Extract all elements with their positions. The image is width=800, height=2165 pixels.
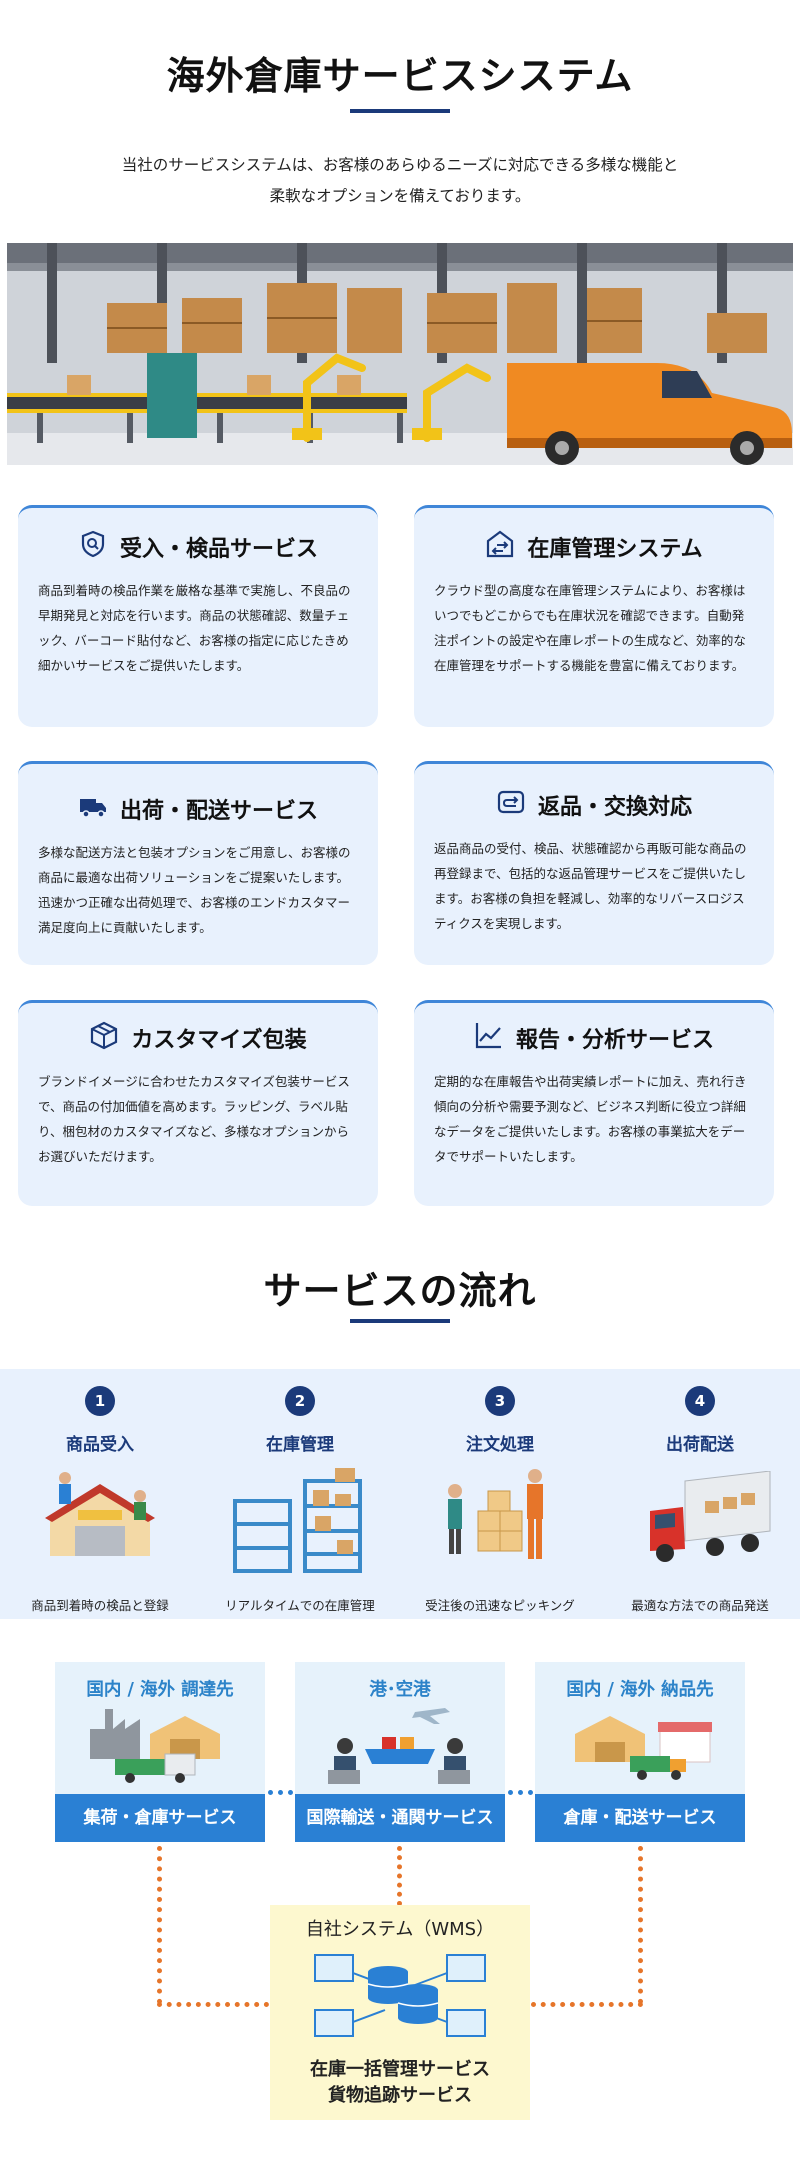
line-chart-icon [474, 1020, 504, 1056]
step-title: 注文処理 [466, 1435, 534, 1455]
connector-left-vertical [157, 1846, 162, 2004]
service-card-title: 受入・検品サービス [119, 537, 318, 562]
connector-center-vertical [397, 1846, 402, 1906]
warehouse-shop-icon [575, 1716, 712, 1780]
port-airport-icon [328, 1708, 470, 1784]
cargo-truck-icon [650, 1471, 771, 1562]
diagram-box-port: 港･空港 国際輸送・通関サービス [295, 1662, 505, 1842]
delivery-truck-icon [78, 791, 108, 827]
wms-service-line-2: 貨物追跡サービス [328, 2085, 472, 2106]
step-title: 在庫管理 [266, 1435, 334, 1455]
connector-right-vertical [638, 1846, 643, 2004]
step-number: 4 [685, 1386, 715, 1416]
connector-suppliers-port [268, 1790, 293, 1795]
storage-shelves-icon [233, 1468, 362, 1573]
picking-workers-icon [448, 1469, 543, 1559]
service-card-inspection: 受入・検品サービス 商品到着時の検品作業を厳格な基準で実施し、不良品の早期発見と… [18, 505, 378, 727]
step-title: 出荷配送 [666, 1435, 734, 1455]
database-network-icon [314, 1954, 486, 2037]
intro-line-1: 当社のサービスシステムは、お客様のあらゆるニーズに対応できる多様な機能と [121, 156, 679, 174]
service-card-shipping: 出荷・配送サービス 多様な配送方法と包装オプションをご用意し、お客様の商品に最適… [18, 761, 378, 965]
page-title: 海外倉庫サービスシステム [166, 54, 634, 98]
connector-right-horizontal [531, 2002, 643, 2007]
title-underline [350, 109, 450, 113]
connector-left-horizontal [157, 2002, 269, 2007]
service-card-body: ブランドイメージに合わせたカスタマイズ包装サービスで、商品の付加価値を高めます。… [38, 1074, 350, 1164]
package-box-icon [89, 1020, 119, 1056]
step-caption: リアルタイムでの在庫管理 [225, 1598, 375, 1613]
box-band-label: 集荷・倉庫サービス [55, 1794, 265, 1842]
service-card-title: 返品・交換対応 [537, 795, 692, 820]
service-card-title: カスタマイズ包装 [131, 1028, 307, 1053]
step-title: 商品受入 [66, 1435, 134, 1455]
step-number: 3 [485, 1386, 515, 1416]
diagram-box-destinations: 国内 / 海外 納品先 倉庫・配送サービス [535, 1662, 745, 1842]
service-card-body: 多様な配送方法と包装オプションをご用意し、お客様の商品に最適な出荷ソリューション… [38, 845, 351, 935]
box-band-label: 倉庫・配送サービス [535, 1794, 745, 1842]
inspection-shield-icon [78, 529, 108, 565]
service-card-inventory: 在庫管理システム クラウド型の高度な在庫管理システムにより、お客様はいつでもどこ… [414, 505, 774, 727]
factory-warehouse-icon [90, 1709, 220, 1783]
service-card-title: 出荷・配送サービス [119, 799, 318, 824]
box-title: 港･空港 [369, 1680, 431, 1700]
wms-title: 自社システム（WMS） [305, 1919, 495, 1940]
step-caption: 最適な方法での商品発送 [631, 1598, 769, 1613]
diagram-box-suppliers: 国内 / 海外 調達先 集荷・倉庫サービス [55, 1662, 265, 1842]
flow-steps-band [0, 1369, 800, 1619]
step-caption: 受注後の迅速なピッキング [425, 1598, 575, 1613]
flow-step-shipping: 4 出荷配送 最適な方法での商品発送 [600, 1386, 800, 1616]
service-card-title: 報告・分析サービス [515, 1028, 714, 1053]
intro-line-2: 柔軟なオプションを備えております。 [269, 187, 531, 205]
service-card-body: 商品到着時の検品作業を厳格な基準で実施し、不良品の早期発見と対応を行います。商品… [38, 583, 351, 673]
connector-port-destinations [508, 1790, 533, 1795]
flow-title-underline [350, 1319, 450, 1323]
wms-service-line-1: 在庫一括管理サービス [310, 2059, 490, 2080]
service-card-returns: 返品・交換対応 返品商品の受付、検品、状態確認から再販可能な商品の再登録まで、包… [414, 761, 774, 965]
flow-section-title: サービスの流れ [263, 1269, 537, 1313]
box-band-label: 国際輸送・通関サービス [295, 1794, 505, 1842]
flow-step-inventory: 2 在庫管理 リアルタイムでの在庫管理 [200, 1386, 400, 1616]
service-card-body: 定期的な在庫報告や出荷実績レポートに加え、売れ行き傾向の分析や需要予測など、ビジ… [434, 1074, 747, 1164]
service-card-title: 在庫管理システム [527, 537, 703, 562]
step-caption: 商品到着時の検品と登録 [31, 1598, 169, 1613]
service-card-body: 返品商品の受付、検品、状態確認から再販可能な商品の再登録まで、包括的な返品管理サ… [434, 841, 747, 931]
flow-step-order-processing: 3 注文処理 受注後の迅速なピッキング [400, 1386, 600, 1616]
service-card-body: クラウド型の高度な在庫管理システムにより、お客様はいつでもどこからでも在庫状況を… [434, 583, 746, 673]
box-title: 国内 / 海外 調達先 [86, 1680, 234, 1700]
wms-services: 在庫一括管理サービス 貨物追跡サービス [270, 2057, 530, 2109]
flow-step-receiving: 1 商品受入 商品到着時の検品と登録 [0, 1386, 200, 1616]
service-card-packaging: カスタマイズ包装 ブランドイメージに合わせたカスタマイズ包装サービスで、商品の付… [18, 1000, 378, 1206]
warehouse-exchange-icon [485, 529, 515, 565]
intro-text: 当社のサービスシステムは、お客様のあらゆるニーズに対応できる多様な機能と 柔軟な… [60, 150, 740, 212]
warehouse-building-icon [45, 1472, 155, 1556]
box-title: 国内 / 海外 納品先 [566, 1680, 714, 1700]
step-number: 2 [285, 1386, 315, 1416]
warehouse-hero-illustration [7, 243, 793, 465]
service-card-analytics: 報告・分析サービス 定期的な在庫報告や出荷実績レポートに加え、売れ行き傾向の分析… [414, 1000, 774, 1206]
step-number: 1 [85, 1386, 115, 1416]
return-arrow-icon [496, 787, 526, 823]
wms-box: 自社システム（WMS） 在庫一括管理サービス 貨物追跡サービス [270, 1905, 530, 2120]
